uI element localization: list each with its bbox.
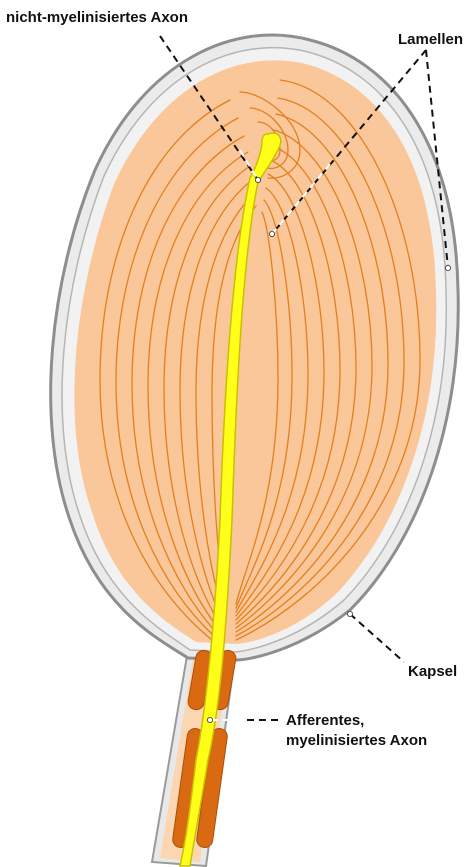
label-capsule: Kapsel [408,663,457,680]
label-afferent-line2: myelinisiertes Axon [286,732,427,749]
label-lamellae: Lamellen [398,31,463,48]
label-afferent-line1: Afferentes, [286,712,364,729]
label-unmyelinated-axon: nicht-myelinisiertes Axon [6,9,188,26]
